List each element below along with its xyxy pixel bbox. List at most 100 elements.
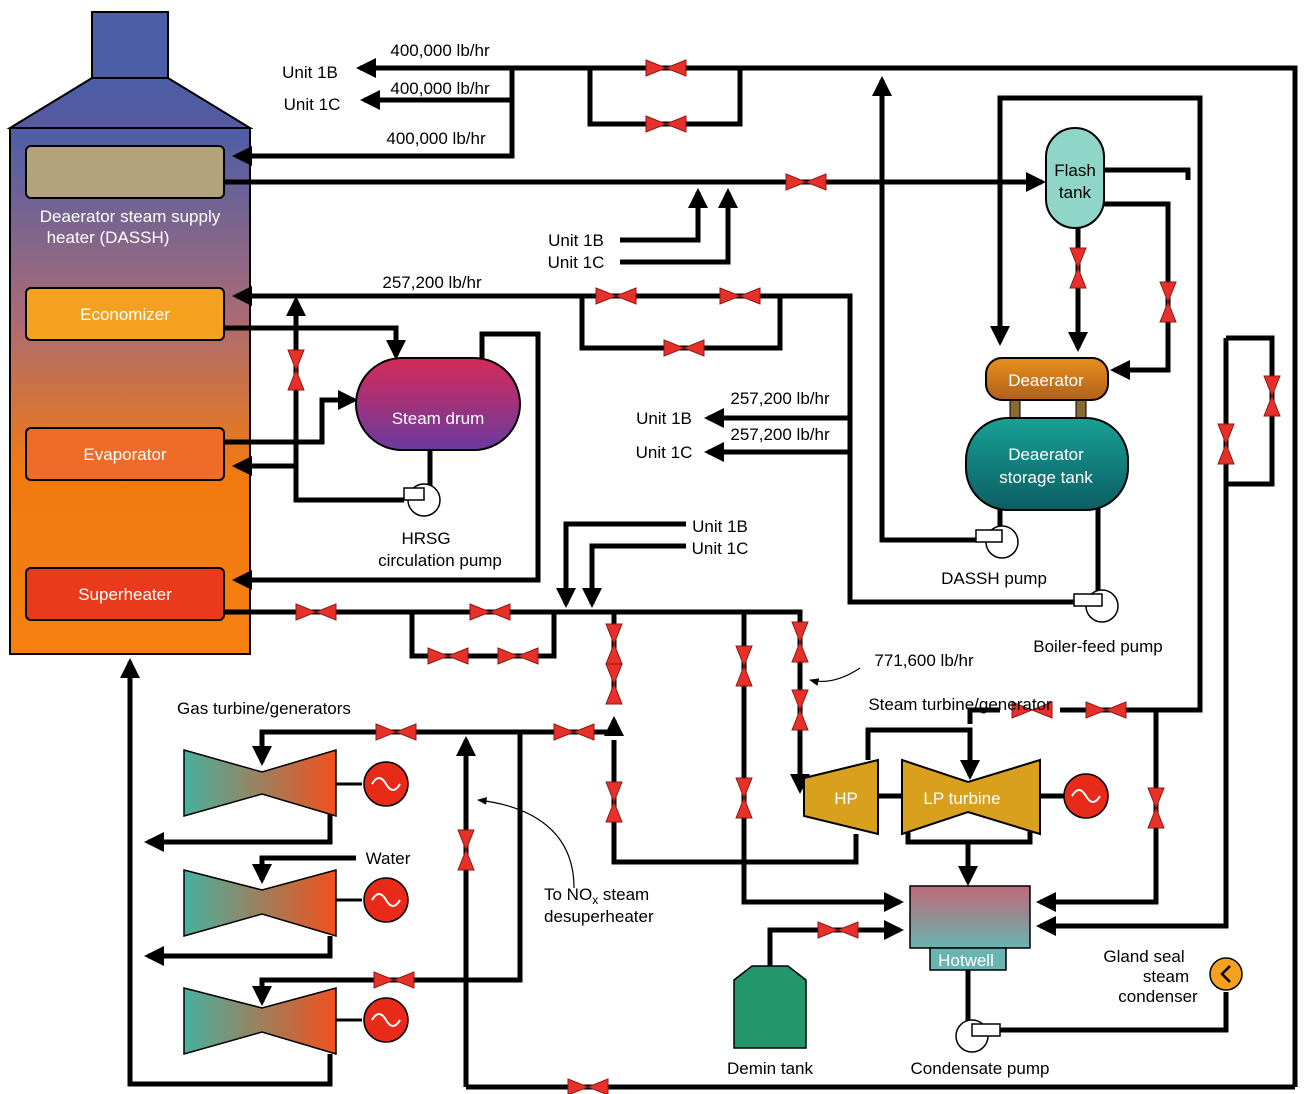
- st-generator-symbol: [1071, 789, 1101, 803]
- valve-bottom-return[interactable]: [567, 1078, 609, 1094]
- gland-seal-condenser: [1209, 957, 1243, 991]
- deaerator: Deaerator: [985, 357, 1109, 401]
- hotwell-label: Hotwell: [938, 951, 994, 970]
- pipe-flash-top: [1104, 167, 1191, 180]
- pipe-evap-to-drum: [224, 390, 358, 445]
- valve-gt-header-2[interactable]: [553, 723, 595, 741]
- valve-hp-inlet-1[interactable]: [791, 621, 809, 663]
- gas-turbine-2-body: [183, 869, 337, 938]
- flow-771: 771,600 lb/hr: [874, 651, 974, 670]
- dassh-pump[interactable]: [975, 525, 1019, 559]
- valve-top-bypass[interactable]: [645, 115, 687, 133]
- valve-hp-inlet-2[interactable]: [791, 689, 809, 731]
- condensate-pump[interactable]: [955, 1019, 1001, 1053]
- valve-dassh-out[interactable]: [785, 173, 827, 191]
- pipe-gt3-exhaust-to-hrsg: [120, 658, 333, 1087]
- pipe-st-drain-to-condenser: [1036, 710, 1159, 912]
- gtg-label: Gas turbine/generators: [177, 699, 351, 718]
- economizer-coil: [25, 287, 225, 341]
- flow-400-dassh: 400,000 lb/hr: [386, 129, 486, 148]
- valve-bypass-a-1[interactable]: [605, 623, 623, 665]
- gt2-generator-symbol: [371, 893, 401, 907]
- valve-fw-main-1[interactable]: [595, 287, 637, 305]
- valve-fw-main-2[interactable]: [719, 287, 761, 305]
- valve-demin[interactable]: [817, 921, 859, 939]
- valve-flash-drain[interactable]: [1069, 247, 1087, 289]
- evaporator-coil: [25, 427, 225, 481]
- unit1b-top: Unit 1B: [282, 63, 338, 82]
- valve-gt-header-1[interactable]: [375, 723, 417, 741]
- unit1b-steam: Unit 1B: [692, 517, 748, 536]
- steam-drum-vessel: [355, 357, 521, 451]
- valve-gt3-steam[interactable]: [373, 971, 415, 989]
- hp-turbine: [803, 758, 879, 836]
- valve-bypass-b-1[interactable]: [735, 645, 753, 687]
- gland-condenser-body: [1209, 957, 1243, 991]
- stack-body: [9, 127, 251, 655]
- deaerator-vessel: [985, 357, 1109, 401]
- lp-label: LP turbine: [923, 789, 1000, 808]
- stack-hood: [6, 77, 254, 129]
- steam-turbine: HP LP turbine: [803, 758, 1109, 836]
- bfp-nozzle: [1073, 593, 1103, 607]
- demin-label: Demin tank: [727, 1059, 813, 1078]
- hrsg-stack: Deaerator steam supply heater (DASSH) Ec…: [6, 11, 254, 655]
- valve-drum-recirc[interactable]: [287, 349, 305, 391]
- pipe-top-bypass: [587, 68, 743, 127]
- pipe-dassh-in: [232, 100, 515, 166]
- valve-bypass-a-2[interactable]: [605, 663, 623, 705]
- condenser-shell: [909, 885, 1031, 949]
- pipe-drum-to-sh: [232, 331, 541, 590]
- valve-sh-main-2[interactable]: [469, 603, 511, 621]
- valve-fw-bypass[interactable]: [663, 339, 705, 357]
- pipe-feedwater: [232, 286, 1080, 605]
- unit1b-fw: Unit 1B: [636, 409, 692, 428]
- valve-nox-steam[interactable]: [457, 829, 475, 871]
- demin-tank-vessel: [733, 965, 807, 1049]
- steam-drum: Steam drum: [355, 357, 521, 451]
- valve-right-bypass-a[interactable]: [1263, 375, 1281, 417]
- valve-sh-bypass-1[interactable]: [427, 647, 469, 665]
- gland-label-3: condenser: [1118, 987, 1198, 1006]
- valve-extraction-2[interactable]: [1085, 701, 1127, 719]
- unit1c-steam: Unit 1C: [692, 539, 749, 558]
- valve-extraction-1[interactable]: [1011, 701, 1053, 719]
- valve-right-bypass-b[interactable]: [1217, 423, 1235, 465]
- superheater-label: Superheater: [78, 585, 172, 604]
- flash-tank-vessel: [1045, 127, 1105, 229]
- valve-bypass-a-3[interactable]: [605, 781, 623, 823]
- hrsg-pump-label: HRSG: [401, 529, 450, 548]
- hrsg-circulation-pump[interactable]: [403, 483, 441, 517]
- gt1-generator-symbol: [371, 777, 401, 791]
- deaerator-label: Deaerator: [1008, 371, 1084, 390]
- pipe-bypass-to-condenser: [741, 612, 904, 912]
- valve-bypass-b-2[interactable]: [735, 777, 753, 819]
- valve-sh-main[interactable]: [295, 603, 337, 621]
- pipe-fw-bypass: [579, 296, 783, 351]
- piping: [120, 58, 1298, 1090]
- unit1b-dassh: Unit 1B: [548, 231, 604, 250]
- unit1c-dassh: Unit 1C: [548, 253, 605, 272]
- flow-257-econ: 257,200 lb/hr: [382, 273, 482, 292]
- gas-turbine-2: [183, 869, 409, 938]
- pipe-st-extraction: [997, 95, 1203, 713]
- flow-257-unit1b: 257,200 lb/hr: [730, 389, 830, 408]
- valve-top-main[interactable]: [645, 59, 687, 77]
- condensate-pump-nozzle: [971, 1023, 1001, 1037]
- flash-tank-label-2: tank: [1059, 183, 1092, 202]
- storage-tank-label-2: storage tank: [999, 468, 1093, 487]
- stack-chimney: [91, 11, 169, 79]
- gt3-generator-symbol: [371, 1013, 401, 1027]
- valve-sh-bypass-2[interactable]: [497, 647, 539, 665]
- pipe-gland-return: [1036, 338, 1229, 936]
- boiler-feed-pump[interactable]: [1073, 589, 1119, 623]
- pipe-extraction-to-lp: [967, 707, 1000, 724]
- steam-drum-label: Steam drum: [392, 409, 485, 428]
- dassh-pump-label: DASSH pump: [941, 569, 1047, 588]
- dassh-coil: [25, 145, 225, 199]
- valve-flash-vent[interactable]: [1159, 281, 1177, 323]
- pipe-dassh-pump-riser: [872, 76, 978, 543]
- valve-st-drain[interactable]: [1147, 787, 1165, 829]
- pipe-demin-to-condenser: [767, 920, 904, 970]
